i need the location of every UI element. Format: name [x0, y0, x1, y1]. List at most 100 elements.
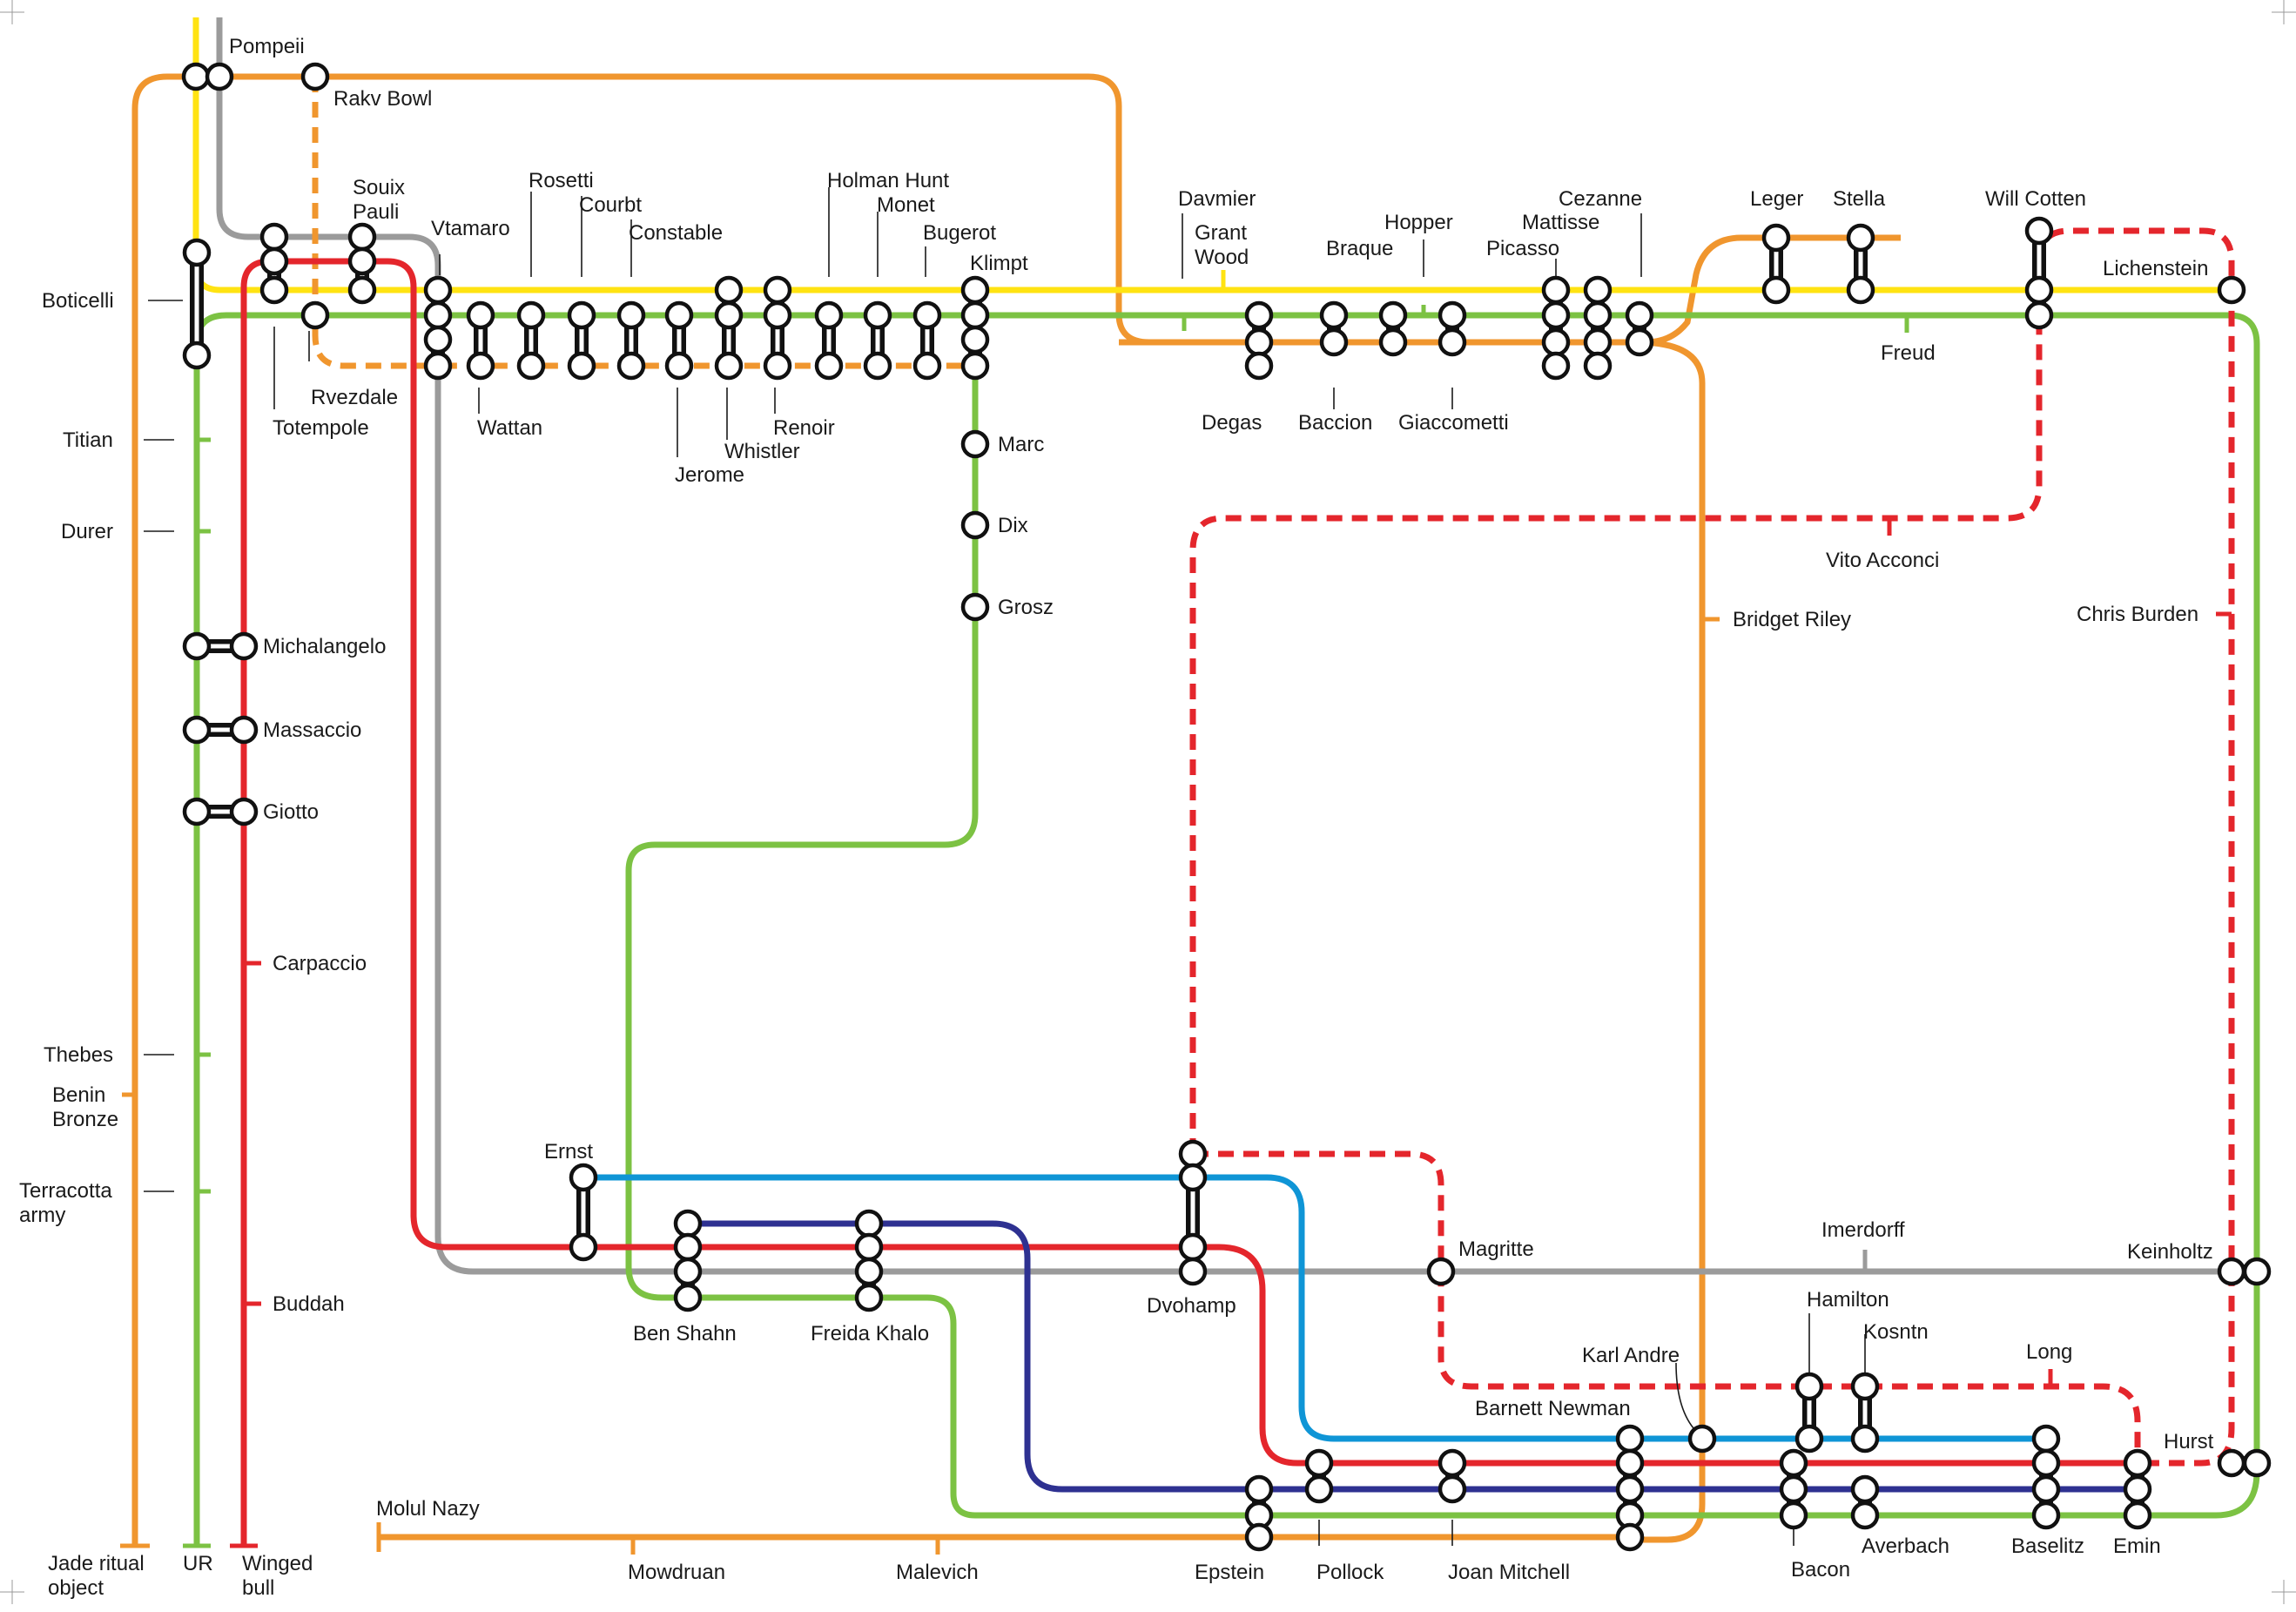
station-klimpt-a[interactable]	[960, 275, 990, 305]
station-giotto-b[interactable]	[229, 797, 259, 826]
station-pollock-b[interactable]	[1304, 1474, 1334, 1504]
station-freida-b[interactable]	[854, 1232, 884, 1262]
station-barnett-a[interactable]	[1615, 1424, 1645, 1453]
station-ben-shahn-a[interactable]	[673, 1209, 703, 1238]
station-rosetti-b[interactable]	[516, 351, 546, 381]
station-baselitz-a[interactable]	[2031, 1424, 2061, 1453]
station-baselitz-d[interactable]	[2031, 1501, 2061, 1530]
station-picasso-b[interactable]	[1541, 300, 1571, 330]
station-degas-a[interactable]	[1244, 300, 1274, 330]
station-vtamaro-b[interactable]	[423, 300, 453, 330]
station-averbach-a[interactable]	[1850, 1474, 1880, 1504]
station-ben-shahn-d[interactable]	[673, 1283, 703, 1312]
station-leger-a[interactable]	[1761, 223, 1791, 253]
station-kosntn-b[interactable]	[1850, 1424, 1880, 1453]
station-giaccometti-a[interactable]	[1438, 300, 1467, 330]
station-giaccometti-b[interactable]	[1438, 327, 1467, 357]
station-totempole-b[interactable]	[259, 246, 289, 276]
station-braque-b[interactable]	[1378, 327, 1408, 357]
station-wattan-b[interactable]	[466, 351, 495, 381]
station-constable-a[interactable]	[616, 300, 646, 330]
station-braque-a[interactable]	[1378, 300, 1408, 330]
station-totempole-c[interactable]	[259, 275, 289, 305]
station-boticelli-a[interactable]	[182, 238, 212, 267]
station-marc[interactable]	[960, 429, 990, 459]
station-kosntn-a[interactable]	[1850, 1372, 1880, 1401]
station-ben-shahn-b[interactable]	[673, 1232, 703, 1262]
station-courbt-b[interactable]	[567, 351, 596, 381]
station-will-cotten-b[interactable]	[2024, 275, 2054, 305]
station-jerome-b[interactable]	[664, 351, 694, 381]
station-barnett-c[interactable]	[1615, 1474, 1645, 1504]
station-hurst-b[interactable]	[2242, 1448, 2272, 1478]
station-will-cotten-c[interactable]	[2024, 300, 2054, 330]
station-boticelli-b[interactable]	[182, 341, 212, 370]
station-emin-b[interactable]	[2123, 1474, 2152, 1504]
station-epstein-a[interactable]	[1244, 1474, 1274, 1504]
station-epstein-c[interactable]	[1244, 1522, 1274, 1552]
station-emin-a[interactable]	[2123, 1448, 2152, 1478]
station-rvezdale[interactable]	[300, 300, 330, 330]
station-bacon-c[interactable]	[1779, 1501, 1808, 1530]
station-barnett-b[interactable]	[1615, 1448, 1645, 1478]
station-dvohamp-c[interactable]	[1178, 1232, 1208, 1262]
station-picasso-d[interactable]	[1541, 351, 1571, 381]
station-ernst-b[interactable]	[569, 1232, 598, 1262]
station-karl-andre[interactable]	[1687, 1424, 1717, 1453]
station-pompeii-a[interactable]	[181, 62, 211, 91]
station-dvohamp-a[interactable]	[1178, 1139, 1208, 1169]
station-dix[interactable]	[960, 510, 990, 540]
station-degas-c[interactable]	[1244, 351, 1274, 381]
station-constable-b[interactable]	[616, 351, 646, 381]
station-bugerot-a[interactable]	[912, 300, 942, 330]
station-mattisse-a[interactable]	[1583, 275, 1613, 305]
station-souix-c[interactable]	[347, 275, 377, 305]
station-emin-c[interactable]	[2123, 1501, 2152, 1530]
station-souix-a[interactable]	[347, 222, 377, 252]
station-totempole-a[interactable]	[259, 222, 289, 252]
station-renoir-a[interactable]	[763, 275, 792, 305]
station-massaccio-b[interactable]	[229, 715, 259, 745]
station-whistler-c[interactable]	[714, 351, 744, 381]
station-vtamaro-d[interactable]	[423, 351, 453, 381]
station-souix-b[interactable]	[347, 246, 377, 276]
station-wattan-a[interactable]	[466, 300, 495, 330]
station-massaccio-a[interactable]	[182, 715, 212, 745]
station-vtamaro-c[interactable]	[423, 325, 453, 354]
station-averbach-b[interactable]	[1850, 1501, 1880, 1530]
station-freida-a[interactable]	[854, 1209, 884, 1238]
station-keinholtz-a[interactable]	[2217, 1257, 2246, 1286]
station-leger-b[interactable]	[1761, 275, 1791, 305]
station-holman-a[interactable]	[814, 300, 844, 330]
station-degas-b[interactable]	[1244, 327, 1274, 357]
station-bacon-a[interactable]	[1779, 1448, 1808, 1478]
station-jerome-a[interactable]	[664, 300, 694, 330]
station-bacon-b[interactable]	[1779, 1474, 1808, 1504]
station-klimpt-d[interactable]	[960, 351, 990, 381]
station-klimpt-b[interactable]	[960, 300, 990, 330]
station-freida-c[interactable]	[854, 1257, 884, 1286]
station-ben-shahn-c[interactable]	[673, 1257, 703, 1286]
station-pompeii-b[interactable]	[205, 62, 234, 91]
station-michalangelo-b[interactable]	[229, 631, 259, 661]
station-monet-a[interactable]	[863, 300, 892, 330]
station-picasso-c[interactable]	[1541, 327, 1571, 357]
station-michalangelo-a[interactable]	[182, 631, 212, 661]
station-hamilton-a[interactable]	[1794, 1372, 1824, 1401]
station-mattisse-b[interactable]	[1583, 300, 1613, 330]
station-joan-mitchell-b[interactable]	[1438, 1474, 1467, 1504]
station-mattisse-c[interactable]	[1583, 327, 1613, 357]
station-baccion-b[interactable]	[1319, 327, 1349, 357]
station-barnett-e[interactable]	[1615, 1522, 1645, 1552]
station-grosz[interactable]	[960, 592, 990, 622]
station-lichenstein[interactable]	[2217, 275, 2246, 305]
station-stella-b[interactable]	[1846, 275, 1875, 305]
station-baselitz-c[interactable]	[2031, 1474, 2061, 1504]
station-hurst-a[interactable]	[2217, 1448, 2246, 1478]
station-rosetti-a[interactable]	[516, 300, 546, 330]
station-stella-a[interactable]	[1846, 223, 1875, 253]
station-whistler-a[interactable]	[714, 275, 744, 305]
station-baccion-a[interactable]	[1319, 300, 1349, 330]
station-klimpt-c[interactable]	[960, 325, 990, 354]
station-holman-b[interactable]	[814, 351, 844, 381]
